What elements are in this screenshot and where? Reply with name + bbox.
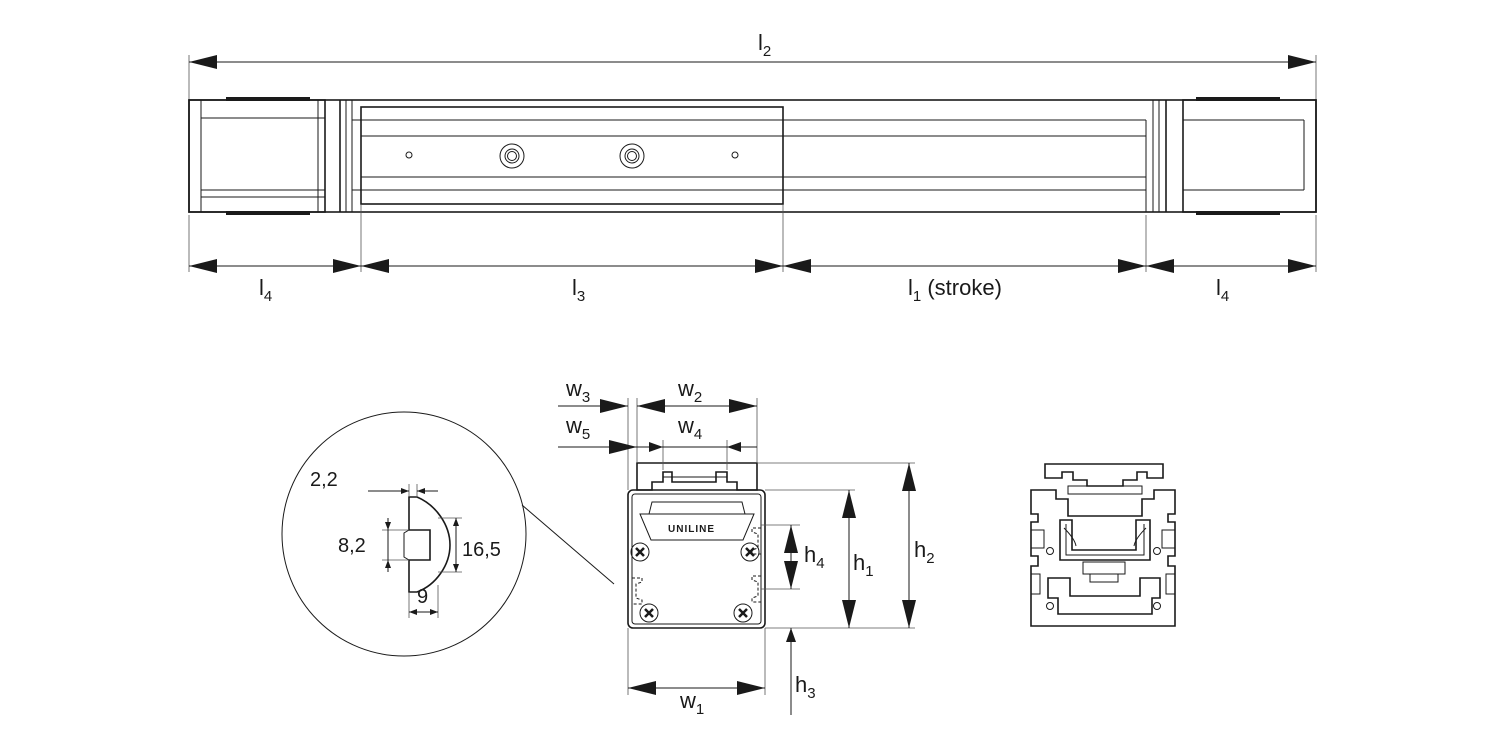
screw-top-right [740, 542, 760, 562]
screw-right [619, 143, 645, 169]
slot-detail: 2,2 8,2 16,5 9 [281, 411, 615, 657]
h2-label: h2 [914, 537, 935, 567]
w2-label: w2 [677, 376, 702, 406]
l3-label: l3 [572, 275, 585, 305]
h3-label: h3 [795, 672, 816, 702]
l4-left-label: l4 [259, 275, 272, 305]
carriage [360, 106, 784, 205]
left-end-cap [188, 97, 353, 215]
detail-circle [281, 411, 527, 657]
rail-body [188, 99, 1317, 213]
dim-8-2-label: 8,2 [338, 535, 366, 557]
uniline-logo: UNILINE [668, 524, 715, 535]
carriage-front [627, 489, 766, 629]
t-slot-profile [408, 496, 451, 593]
dim-16-5-label: 16,5 [462, 539, 501, 561]
w4-label: w4 [677, 413, 702, 443]
front-view: UNILINE w3 w2 [558, 376, 935, 718]
screw-top-left [630, 542, 650, 562]
screw-bottom-right [733, 603, 753, 623]
h1-label: h1 [853, 550, 874, 580]
l2-label: l2 [758, 30, 771, 60]
h4-label: h4 [804, 542, 825, 572]
w1-label: w1 [679, 688, 704, 718]
w5-label: w5 [565, 413, 590, 443]
dim-9-label: 9 [417, 586, 428, 608]
screw-left [499, 143, 525, 169]
hole-small-right [731, 151, 739, 159]
dim-2-2-label: 2,2 [310, 469, 338, 491]
screw-bottom-left [639, 603, 659, 623]
w3-label: w3 [565, 376, 590, 406]
cross-section-view [1030, 463, 1176, 627]
hole-small-left [405, 151, 413, 159]
right-end-cap [1152, 97, 1317, 215]
l1-label: l1 (stroke) [908, 275, 1002, 305]
l4-right-label: l4 [1216, 275, 1229, 305]
top-view: l2 [188, 30, 1317, 305]
